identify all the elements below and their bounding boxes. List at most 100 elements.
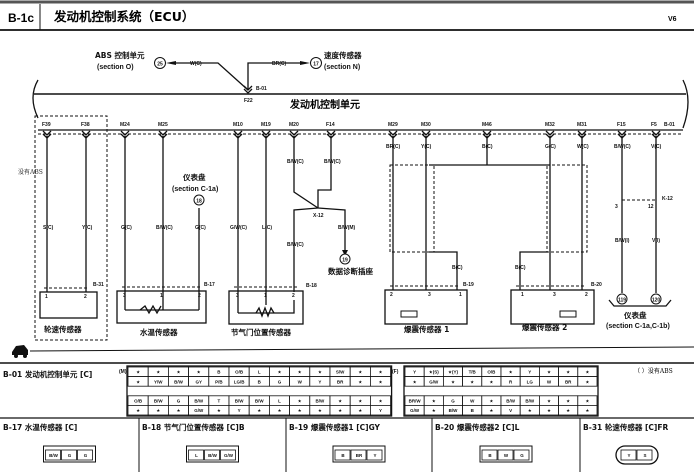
pin-cell <box>369 376 391 387</box>
svg-text:(section O): (section O) <box>97 64 134 71</box>
pin-wire-color: ★ <box>451 379 455 384</box>
svg-text:B(C): B(C) <box>482 144 493 150</box>
pin-wire-color: ★ <box>358 408 362 413</box>
pin-wire-color: S/W <box>336 370 345 375</box>
pin-wire-color: B/W <box>49 453 59 458</box>
pin-cell <box>369 404 391 416</box>
pin-wire-color: L <box>258 370 261 375</box>
pin-wire-color: B/W <box>208 453 218 458</box>
svg-text:仪表盘: 仪表盘 <box>182 172 206 182</box>
pin-wire-color: B/W <box>154 399 164 404</box>
pin-wire-color: ★ <box>547 408 551 413</box>
svg-text:B/W(C): B/W(C) <box>614 144 631 150</box>
page-title: 发动机控制系统（ECU） <box>53 9 194 24</box>
pin-wire-color: ★ <box>489 379 493 384</box>
pin-wire-color: ★ <box>217 408 221 413</box>
svg-text:3: 3 <box>553 292 556 298</box>
svg-text:Y(C): Y(C) <box>82 225 93 231</box>
pin-cell <box>61 449 77 461</box>
ecu-pin-label: F39 <box>42 122 51 128</box>
pin-cell <box>77 449 93 461</box>
pin-wire-color: ★ <box>358 399 362 404</box>
svg-text:(F): (F) <box>392 369 399 375</box>
svg-text:2: 2 <box>292 293 295 299</box>
svg-text:2: 2 <box>390 292 393 298</box>
pin-wire-color: B/W <box>525 399 535 404</box>
pin-wire-color: ★ <box>547 399 551 404</box>
pin-wire-color: Y <box>627 453 630 458</box>
ecu-pin-label: M46 <box>482 122 492 128</box>
pin-cell <box>620 449 637 461</box>
svg-text:B-31: B-31 <box>93 282 104 288</box>
pin-wire-color: ★ <box>358 379 362 384</box>
svg-text:B/W(C): B/W(C) <box>324 159 341 165</box>
svg-text:(section N): (section N) <box>324 64 360 71</box>
pin-wire-color: O/B <box>134 399 143 404</box>
pin-wire-color: ★ <box>136 379 140 384</box>
pin-wire-color: BR <box>356 453 363 458</box>
svg-text:1: 1 <box>160 293 163 299</box>
variant-label: V6 <box>668 16 677 23</box>
svg-text:B/W(C): B/W(C) <box>287 159 304 165</box>
pin-cell <box>577 376 598 387</box>
ecu-pin-label: M24 <box>120 122 130 128</box>
pin-wire-color: B/W <box>449 408 459 413</box>
svg-text:B/W(C): B/W(C) <box>156 225 173 231</box>
svg-text:B-01 发动机控制单元 [C]: B-01 发动机控制单元 [C] <box>3 369 92 379</box>
svg-text:速度传感器: 速度传感器 <box>324 50 362 60</box>
svg-text:B-01: B-01 <box>256 86 267 92</box>
pin-wire-color: BR/W <box>409 399 422 404</box>
svg-text:3: 3 <box>123 293 126 299</box>
pin-wire-color: ★ <box>378 370 382 375</box>
diagnostic-connector: 19 数据诊断插座 <box>328 250 373 276</box>
connector-housing <box>332 445 386 463</box>
pin-wire-color: ★ <box>566 370 570 375</box>
pin-wire-color: T <box>218 399 221 404</box>
pin-wire-color: S <box>643 453 646 458</box>
ecu-pin-label: M32 <box>545 122 555 128</box>
pin-wire-color: B/W <box>235 399 245 404</box>
pin-cell <box>188 449 204 461</box>
svg-text:G/W(C): G/W(C) <box>230 225 247 231</box>
no-abs-zone <box>34 115 108 341</box>
pin-wire-color: B <box>258 379 262 384</box>
pin-wire-color: ★ <box>509 370 513 375</box>
svg-text:1: 1 <box>45 294 48 300</box>
svg-text:3: 3 <box>236 293 239 299</box>
pin-cell <box>636 449 653 461</box>
pin-wire-color: ★ <box>277 408 281 413</box>
pin-wire-color: G <box>451 399 455 404</box>
pin-wire-color: ★ <box>413 379 417 384</box>
pin-cell <box>204 449 220 461</box>
connector-circle-25 <box>154 57 166 69</box>
pin-wire-color: ★ <box>136 408 140 413</box>
pin-wire-color: ★ <box>136 370 140 375</box>
ecu-pin-label: M20 <box>289 122 299 128</box>
pin-wire-color: ★ <box>585 408 589 413</box>
pin-wire-color: LG <box>527 379 534 384</box>
pin-cell <box>481 449 498 461</box>
pin-wire-color: GY <box>195 379 202 384</box>
wires <box>46 136 657 314</box>
svg-text:BR(C): BR(C) <box>386 144 400 150</box>
pin-wire-color: G/W <box>194 408 204 413</box>
svg-text:B(C): B(C) <box>515 265 526 271</box>
pin-wire-color: ★ <box>358 370 362 375</box>
pin-wire-color: B/W <box>316 399 326 404</box>
svg-text:(M): (M) <box>119 369 127 375</box>
ecu-pin-label: M10 <box>233 122 243 128</box>
connector-housing <box>615 445 659 465</box>
pin-wire-color: ★ <box>378 379 382 384</box>
svg-text:W(C): W(C) <box>190 61 202 67</box>
pin-wire-color: LG/B <box>234 379 245 384</box>
pin-wire-color: Y/W <box>154 379 163 384</box>
pin-wire-color: Y <box>413 370 416 375</box>
pin-wire-color: G <box>520 453 524 458</box>
pin-wire-color: ★ <box>298 408 302 413</box>
pin-wire-color: W <box>470 399 475 404</box>
pin-wire-color: ★(Y) <box>448 370 459 375</box>
